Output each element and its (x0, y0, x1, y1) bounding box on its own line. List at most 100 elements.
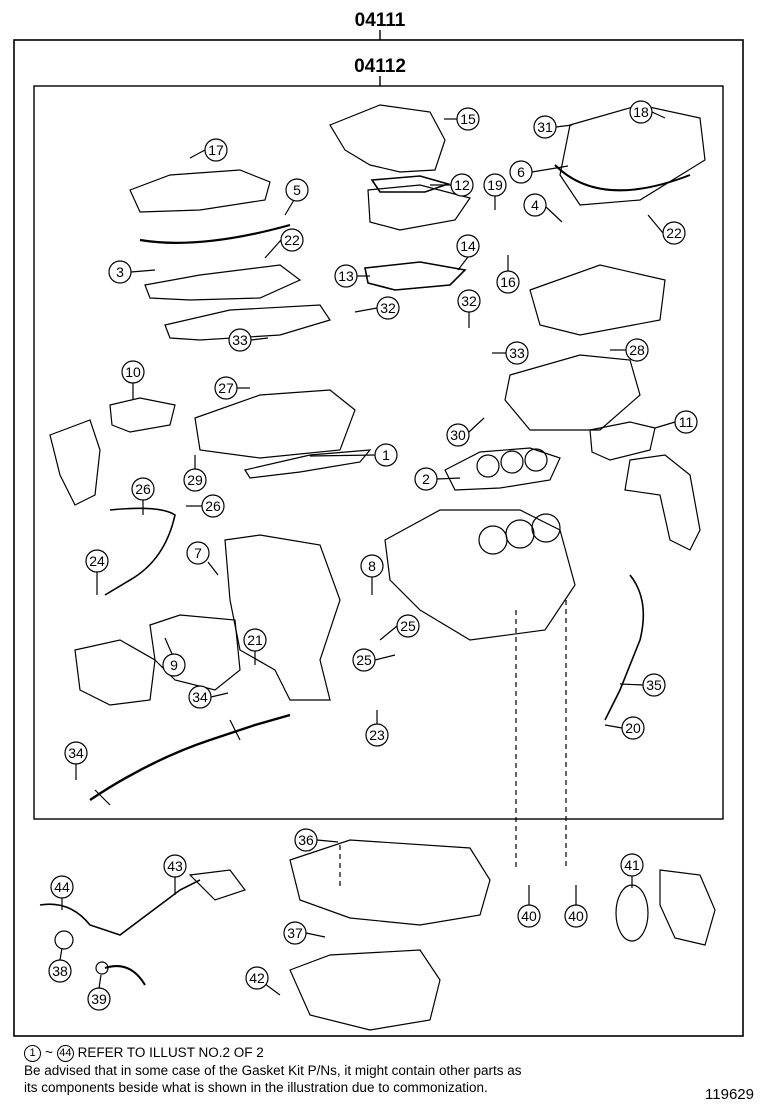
svg-text:25: 25 (400, 618, 416, 634)
svg-text:33: 33 (509, 345, 525, 361)
callout-27: 27 (214, 376, 250, 400)
svg-text:15: 15 (460, 111, 476, 127)
callout-34b: 34 (64, 741, 88, 780)
callout-25a: 25 (379, 614, 420, 641)
callout-30: 30 (446, 417, 485, 447)
svg-text:27: 27 (218, 380, 234, 396)
svg-text:22: 22 (284, 232, 300, 248)
callout-10: 10 (121, 360, 145, 400)
inner-kit-code: 04112 (354, 56, 406, 77)
callout-12: 12 (430, 173, 474, 197)
callout-40b: 40 (564, 885, 588, 928)
callout-7: 7 (186, 541, 219, 576)
svg-text:43: 43 (167, 858, 183, 874)
callout-44: 44 (50, 875, 74, 910)
svg-text:23: 23 (369, 727, 385, 743)
svg-text:11: 11 (679, 414, 694, 430)
callout-42: 42 (245, 966, 281, 996)
illustration-number: 119629 (705, 1086, 754, 1103)
svg-text:5: 5 (293, 182, 301, 198)
svg-text:42: 42 (249, 970, 265, 986)
svg-text:40: 40 (521, 908, 537, 924)
svg-text:32: 32 (380, 300, 396, 316)
callout-15: 15 (444, 107, 480, 131)
callout-33a: 33 (228, 328, 269, 352)
svg-text:12: 12 (454, 177, 470, 193)
callout-26b: 26 (186, 494, 225, 518)
range-start-marker: 1 (24, 1044, 41, 1062)
callout-8: 8 (360, 554, 384, 595)
callout-33b: 33 (492, 341, 529, 365)
svg-text:35: 35 (646, 677, 662, 693)
callout-32b: 32 (457, 289, 481, 328)
svg-text:3: 3 (116, 264, 124, 280)
reference-text: REFER TO ILLUST NO.2 OF 2 (77, 1045, 264, 1060)
callout-43: 43 (163, 854, 187, 895)
callout-18: 18 (629, 100, 666, 124)
svg-text:36: 36 (298, 832, 314, 848)
part-outlines (39, 104, 716, 1031)
outer-kit-code: 04111 (355, 10, 406, 31)
callout-35: 35 (619, 673, 666, 697)
callout-37: 37 (283, 921, 326, 945)
svg-text:34: 34 (68, 745, 84, 761)
inner-kit-frame (33, 85, 724, 820)
svg-text:24: 24 (89, 553, 105, 569)
range-tilde: ~ (45, 1045, 53, 1060)
svg-text:44: 44 (54, 879, 70, 895)
svg-text:30: 30 (450, 427, 466, 443)
svg-text:22: 22 (666, 225, 682, 241)
callout-20: 20 (604, 716, 645, 740)
svg-text:6: 6 (517, 164, 525, 180)
svg-text:16: 16 (500, 274, 516, 290)
svg-text:1: 1 (382, 447, 390, 463)
svg-text:25: 25 (356, 652, 372, 668)
callout-34a: 34 (188, 685, 229, 709)
svg-text:31: 31 (537, 119, 553, 135)
svg-text:41: 41 (624, 857, 640, 873)
callout-16: 16 (496, 255, 520, 294)
callout-5: 5 (284, 178, 309, 216)
svg-text:14: 14 (460, 238, 476, 254)
svg-text:21: 21 (247, 632, 263, 648)
callout-38: 38 (48, 947, 72, 983)
svg-text:38: 38 (52, 963, 68, 979)
callout-36: 36 (294, 828, 339, 852)
callout-40a: 40 (517, 885, 541, 928)
callout-41: 41 (620, 853, 644, 888)
callout-32a: 32 (354, 296, 400, 320)
svg-text:17: 17 (208, 142, 224, 158)
svg-text:33: 33 (232, 332, 248, 348)
svg-text:28: 28 (629, 342, 645, 358)
callout-14: 14 (456, 234, 480, 271)
callout-6: 6 (509, 160, 569, 184)
callout-2: 2 (414, 467, 461, 491)
callout-17: 17 (189, 138, 228, 162)
svg-text:26: 26 (135, 481, 151, 497)
svg-text:29: 29 (187, 472, 203, 488)
callout-1: 1 (309, 443, 398, 467)
callout-9: 9 (162, 637, 186, 677)
svg-text:8: 8 (368, 558, 376, 574)
callout-26a: 26 (131, 477, 155, 515)
callout-group: 1 2 3 4 5 6 7 8 9 10 11 12 13 14 15 16 1… (48, 100, 698, 1011)
svg-text:20: 20 (625, 720, 641, 736)
svg-text:34: 34 (192, 689, 208, 705)
callout-3: 3 (108, 260, 156, 284)
callout-21: 21 (243, 628, 267, 665)
reference-note: 1~44 REFER TO ILLUST NO.2 OF 2 (24, 1044, 522, 1062)
svg-text:37: 37 (287, 925, 303, 941)
advisory-line-2: its components beside what is shown in t… (24, 1080, 488, 1096)
callout-28: 28 (610, 338, 649, 362)
callout-29: 29 (183, 455, 207, 492)
advisory-line-1: Be advised that in some case of the Gask… (24, 1062, 522, 1078)
callout-25b: 25 (352, 648, 396, 672)
svg-text:10: 10 (125, 364, 141, 380)
callout-13: 13 (334, 264, 370, 288)
callout-4: 4 (523, 193, 563, 223)
callout-11: 11 (654, 410, 698, 434)
callout-23: 23 (365, 710, 389, 747)
svg-text:7: 7 (194, 545, 202, 561)
svg-text:26: 26 (205, 498, 221, 514)
